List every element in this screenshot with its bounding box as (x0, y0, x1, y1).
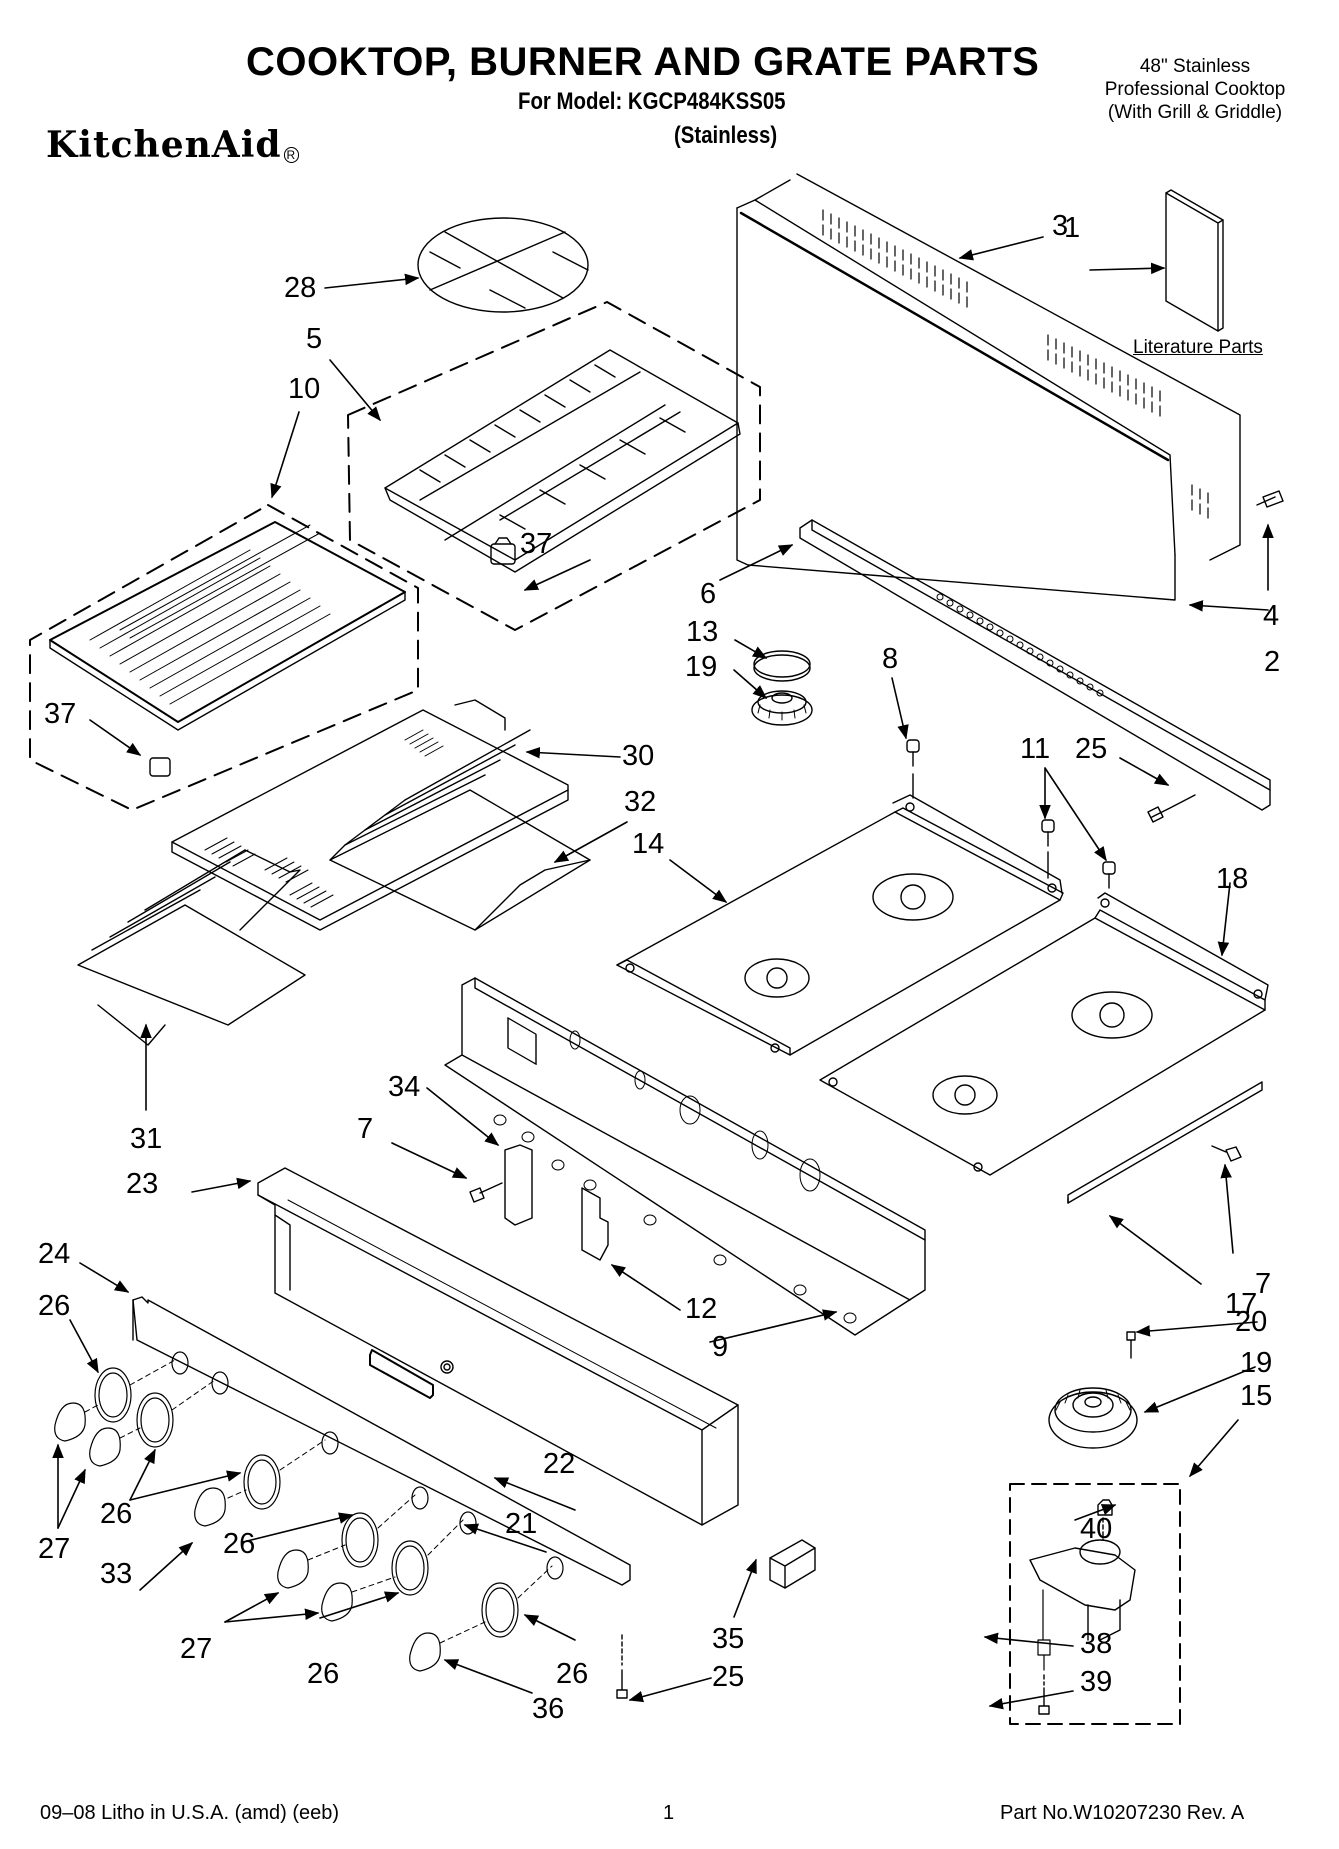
burner-box-left-part (616, 794, 1064, 1056)
callout-4: 4 (1263, 600, 1280, 632)
callout-8: 8 (882, 643, 899, 675)
callout-27: 27 (180, 1633, 213, 1665)
burner-cap-part (753, 650, 811, 682)
burner-head-small-part (751, 690, 813, 726)
callout-37: 37 (44, 698, 77, 730)
grill-drip-pan-part (171, 699, 569, 931)
front-trim-part (1067, 1081, 1263, 1204)
callout-19: 19 (1240, 1347, 1273, 1379)
backguard-part (736, 173, 1241, 601)
knob-alignment-lines (84, 1359, 553, 1644)
mounting-bracket-part (581, 1187, 609, 1261)
control-knobs (54, 1402, 441, 1672)
burner-screw-part (1126, 1331, 1136, 1359)
callout-26: 26 (100, 1498, 133, 1530)
part-number: Part No.W10207230 Rev. A (1000, 1802, 1245, 1824)
leader-lines (52, 236, 1274, 1710)
burner-box-right-part (819, 892, 1269, 1176)
page-number: 1 (663, 1802, 675, 1824)
literature-parts-label: Literature Parts (1133, 337, 1263, 358)
product-description: 48" Stainless Professional Cooktop (With… (1060, 55, 1330, 124)
product-description-line: Professional Cooktop (1104, 79, 1286, 100)
callout-22: 22 (543, 1448, 576, 1480)
callout-12: 12 (685, 1293, 718, 1325)
callout-17-label: 17 (1225, 1288, 1258, 1320)
grill-assembly-part (29, 504, 419, 811)
grate-assembly-part (347, 301, 761, 631)
callout-19: 19 (685, 651, 718, 683)
control-panel-part (132, 1296, 631, 1586)
product-description-line: 48" Stainless (1139, 56, 1251, 77)
trim-screw-part (1211, 1145, 1242, 1162)
callout-7: 7 (1255, 1268, 1272, 1300)
callout-18: 18 (1216, 863, 1249, 895)
callout-31: 31 (130, 1123, 163, 1155)
grill-radiant-lower-part (77, 849, 306, 1046)
callout-26: 26 (38, 1290, 71, 1322)
callout-1: 1 (1064, 212, 1081, 244)
model-number: For Model: KGCP484KSS05 (518, 88, 786, 115)
product-description-line: (With Grill & Griddle) (1107, 102, 1283, 123)
manifold-cover-part (257, 1167, 739, 1526)
callout-36: 36 (532, 1693, 565, 1725)
callout-38: 38 (1080, 1628, 1113, 1660)
callout-25: 25 (712, 1661, 745, 1693)
callout-7: 7 (357, 1113, 374, 1145)
rear-rail-part (799, 519, 1271, 811)
callout-26: 26 (307, 1658, 340, 1690)
callout-10: 10 (288, 373, 321, 405)
knob-bezels (94, 1367, 519, 1638)
callout-35: 35 (712, 1623, 745, 1655)
callout-21: 21 (505, 1508, 538, 1540)
callout-3: 3 (1052, 210, 1069, 242)
callout-15: 15 (1240, 1380, 1273, 1412)
page-title: COOKTOP, BURNER AND GRATE PARTS (246, 40, 1040, 84)
callout-28: 28 (284, 272, 317, 304)
callout-33: 33 (100, 1558, 133, 1590)
ignition-switch-part (469, 1144, 533, 1226)
callout-5: 5 (306, 323, 323, 355)
callout-34: 34 (388, 1071, 421, 1103)
callout-20: 20 (1235, 1306, 1268, 1338)
callout-2: 2 (1264, 646, 1281, 678)
callout-25: 25 (1075, 733, 1108, 765)
callout-11: 11 (1020, 733, 1051, 765)
manifold-panel-part (444, 977, 926, 1336)
wire-clip-part (769, 1539, 816, 1589)
callout-23: 23 (126, 1168, 159, 1200)
callout-26: 26 (223, 1528, 256, 1560)
backguard-screw-part (1256, 490, 1284, 508)
callout-14: 14 (632, 828, 665, 860)
brand-name: KitchenAid (46, 124, 282, 166)
callout-32: 32 (624, 786, 657, 818)
callout-30: 30 (622, 740, 655, 772)
callout-39: 39 (1080, 1666, 1113, 1698)
panel-screw-part (616, 1634, 628, 1699)
griddle-cover-part (417, 217, 589, 313)
grill-radiant-upper-part (329, 729, 591, 931)
callout-13: 13 (686, 616, 719, 648)
callout-9: 9 (712, 1331, 729, 1363)
model-variant: (Stainless) (674, 122, 778, 149)
nameplate-part (369, 1349, 434, 1399)
nameplate-nut-part (440, 1360, 454, 1374)
burner-head-large-part (1048, 1387, 1138, 1449)
registered-mark: R (283, 147, 300, 163)
callout-37: 37 (520, 528, 553, 560)
callout-6: 6 (700, 578, 717, 610)
literature-book-part (1165, 189, 1224, 332)
callout-27: 27 (38, 1533, 71, 1565)
callout-40: 40 (1080, 1513, 1113, 1545)
callout-24: 24 (38, 1238, 71, 1270)
burner-box-screws (906, 739, 1196, 889)
print-info: 09–08 Litho in U.S.A. (amd) (eeb) (40, 1802, 340, 1824)
callout-26: 26 (556, 1658, 589, 1690)
